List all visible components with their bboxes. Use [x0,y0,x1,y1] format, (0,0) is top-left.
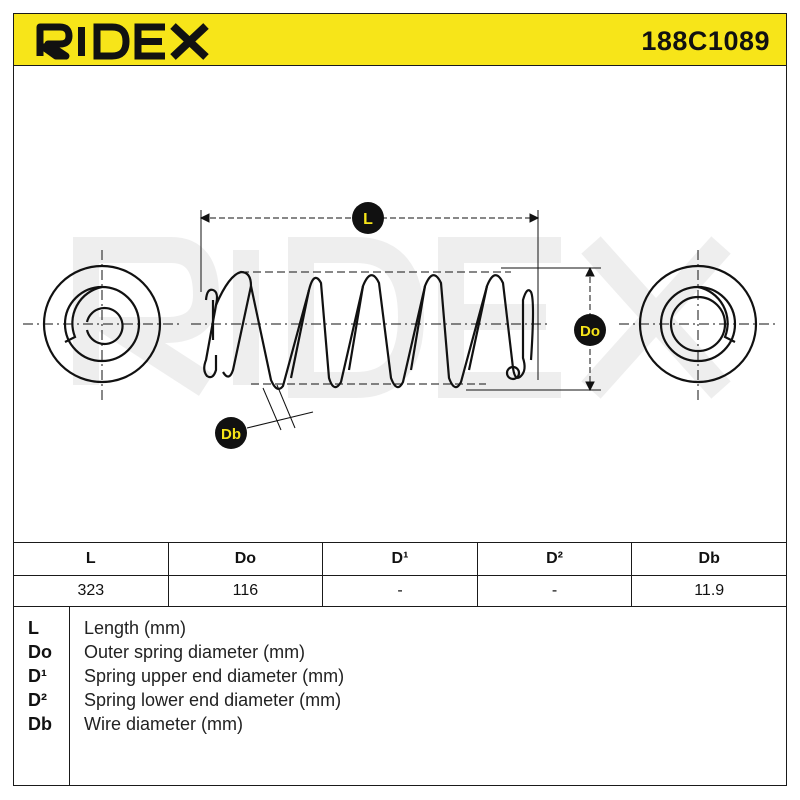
legend-divider [69,606,70,785]
right-end-view [619,250,777,400]
legend-description: Spring lower end diameter (mm) [84,690,342,710]
value-wire-diameter: 11.9 [631,575,787,607]
part-number: 188C1089 [641,26,770,56]
legend-item: Db Wire diameter (mm) [14,714,786,738]
value-upper-diameter: - [322,575,478,607]
value-outer-diameter: 116 [167,575,324,607]
header-lower-diameter: D² [476,542,633,576]
length-label: L [363,211,373,228]
legend-symbol: D¹ [28,666,47,686]
watermark-logo [73,236,731,399]
outer-diameter-badge [574,314,606,346]
legend: L Length (mm) Do Outer spring diameter (… [13,606,787,786]
table-header-row: L Do D¹ D² Db [13,542,787,576]
header-length: L [13,542,169,576]
left-end-view [23,250,181,400]
value-lower-diameter: - [476,575,633,607]
wire-diameter-dimension [246,384,314,431]
legend-symbol: Db [28,714,52,734]
wire-diameter-badge [215,417,247,449]
legend-description: Spring upper end diameter (mm) [84,666,345,686]
legend-description: Length (mm) [84,618,187,638]
legend-symbol: Do [28,642,52,662]
header-wire-diameter: Db [631,542,787,576]
legend-description: Outer spring diameter (mm) [84,642,306,662]
outer-diameter-label: Do [580,323,600,340]
value-length: 323 [13,575,169,607]
legend-symbol: D² [28,690,47,710]
legend-item: L Length (mm) [14,618,786,642]
length-dimension [199,210,540,380]
ridex-logo [36,23,209,60]
header-outer-diameter: Do [167,542,324,576]
legend-item: D¹ Spring upper end diameter (mm) [14,666,786,690]
length-badge [352,202,384,234]
spring-diagram: L Do Db [13,66,787,542]
spring-side-view [191,270,551,390]
header-bar: 188C1089 [13,13,787,66]
wire-diameter-label: Db [221,426,241,443]
outer-diameter-dimension [466,266,601,392]
legend-description: Wire diameter (mm) [84,714,244,734]
table-value-row: 323 116 - - 11.9 [13,575,787,607]
specs-table: L Do D¹ D² Db 323 116 - - 11.9 [13,542,787,607]
legend-item: D² Spring lower end diameter (mm) [14,690,786,714]
legend-symbol: L [28,618,39,638]
legend-item: Do Outer spring diameter (mm) [14,642,786,666]
header-upper-diameter: D¹ [322,542,478,576]
